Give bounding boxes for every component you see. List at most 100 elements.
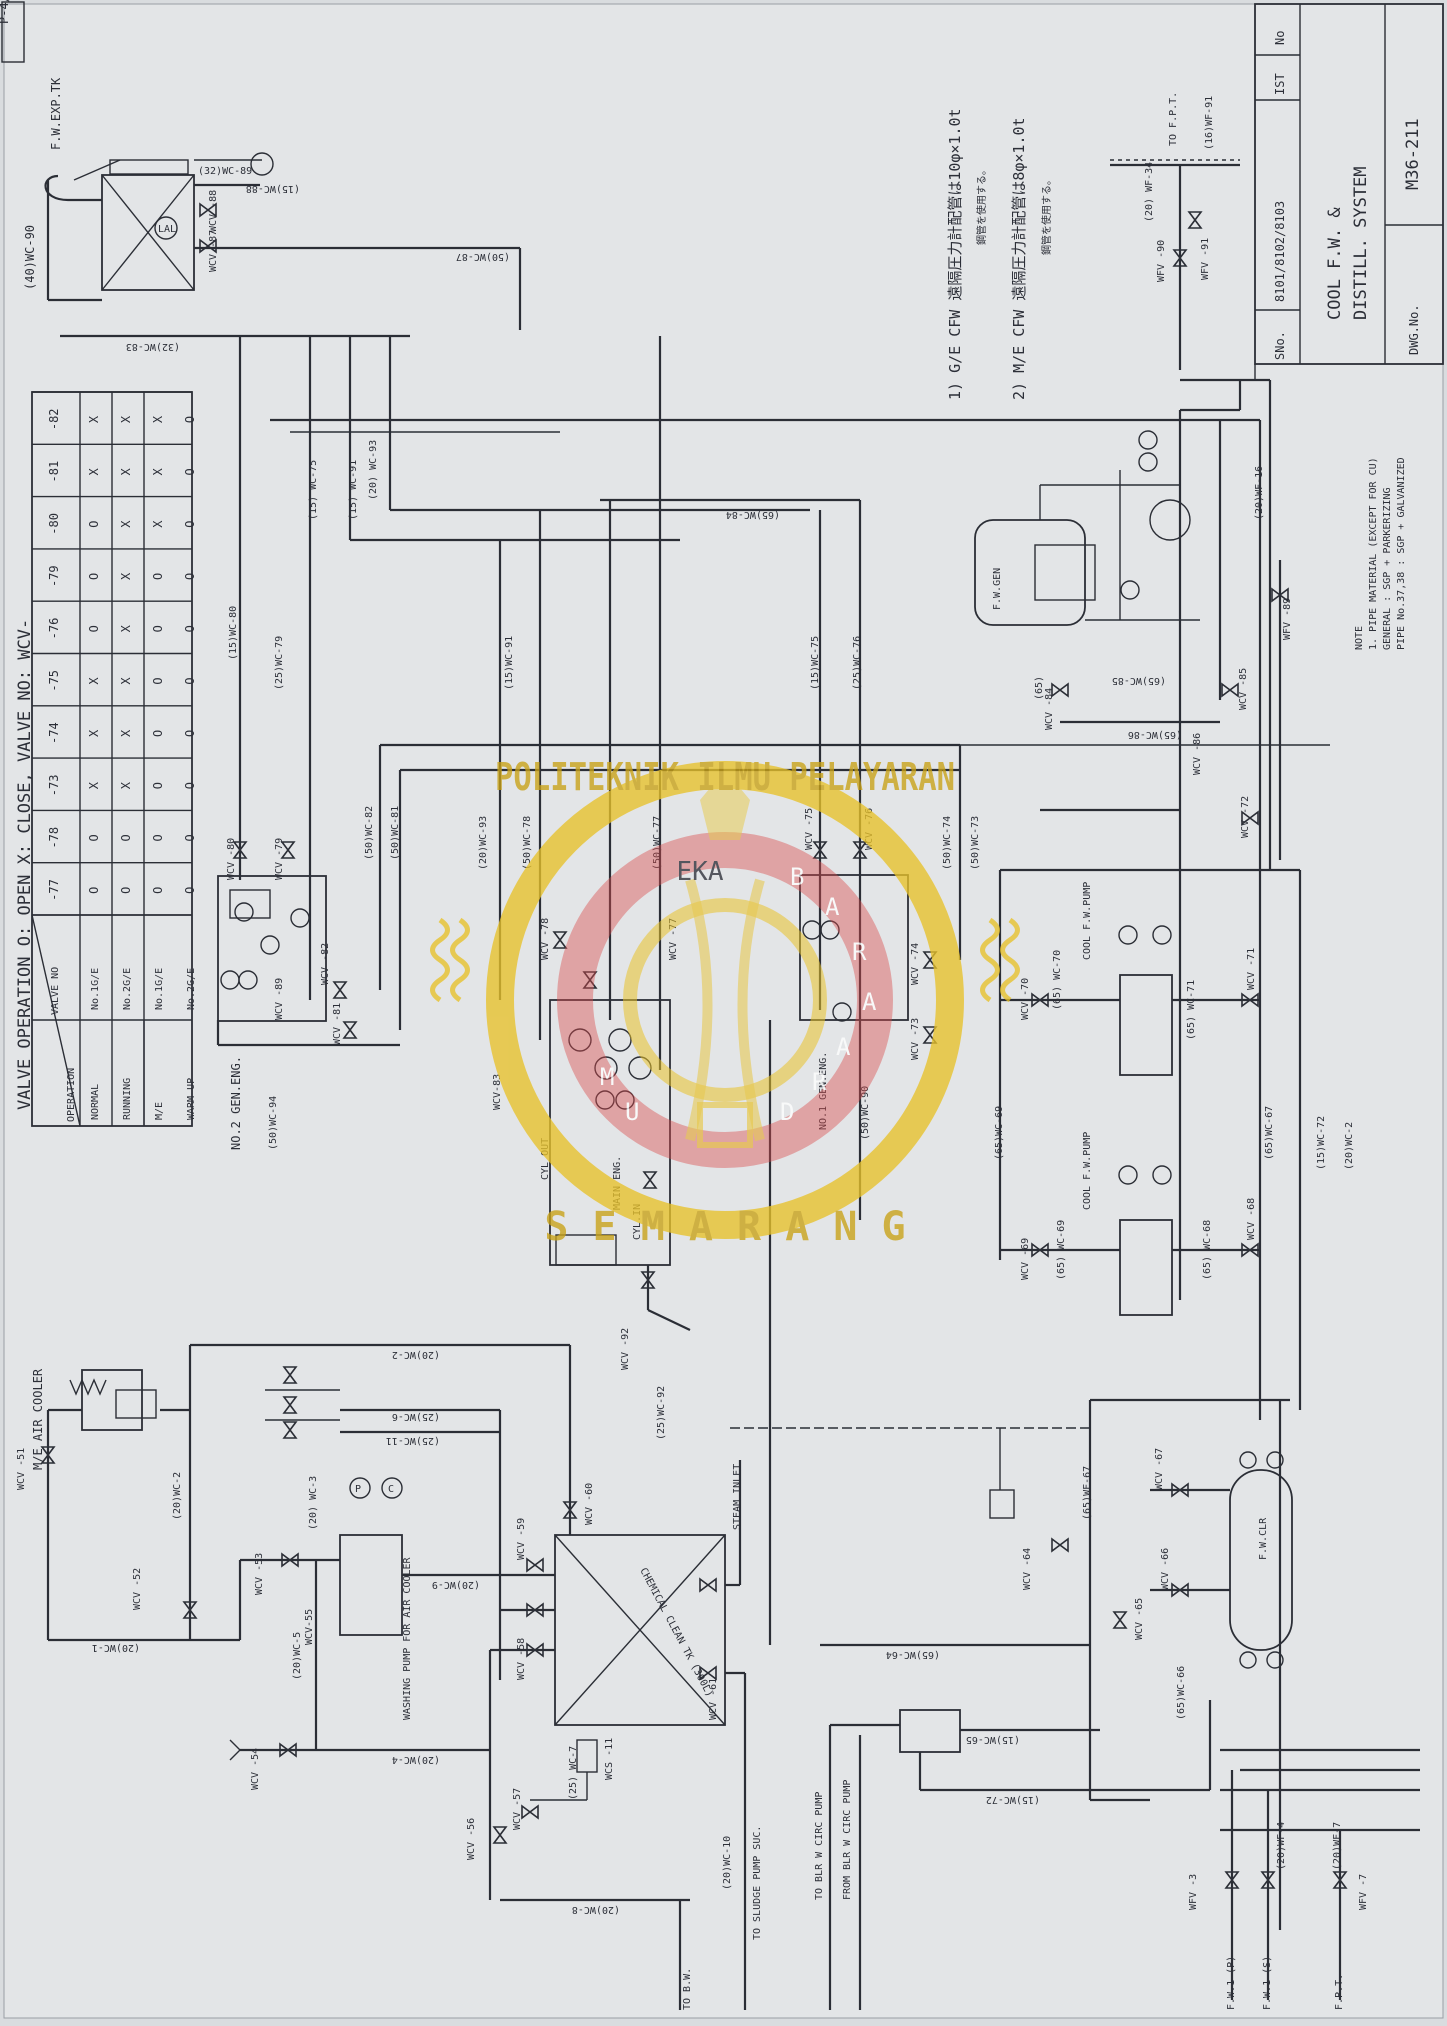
valve-table-cell: X [119,572,133,580]
label-wc93: (20)WC-93 [478,816,489,870]
label-wcv83: WCV-83 [492,1074,503,1110]
valve-table-cell: X [151,467,165,475]
valve-table-col-82: -82 [47,408,61,430]
svg-text:P: P [355,1484,361,1495]
valve-table-cell: X [87,729,101,737]
title-ist-label: IST [1273,73,1287,95]
label-wcv51: WCV -51 [16,1448,27,1490]
cool-fw-pumps: COOL F.W.PUMP COOL F.W.PUMP WCV -70 WCV … [994,796,1355,1316]
label-wc91-top: (15) WC-91 [348,460,359,520]
label-washing-pump: WASHING PUMP FOR AIR COOLER [402,1556,413,1720]
label-wc8: (20)WC-8 [572,1904,620,1915]
label-wfv3: WFV -3 [1188,1874,1199,1910]
valve-table-cell: X [87,677,101,685]
label-wcv92: WCV -92 [620,1328,631,1370]
label-wc5: (20)WC-5 [292,1632,303,1680]
label-wcv89: WCV -89 [274,978,285,1020]
watermark-top-text: POLITEKNIK ILMU PELAYARAN [495,755,955,799]
valve-table-cell: O [87,573,101,580]
watermark-ring-1: B [790,863,804,891]
label-wc69b: (65) WC-69 [1056,1220,1067,1280]
label-wc7: (25) WC-7 [568,1746,579,1800]
label-wc86: (65)WC-86 [1128,729,1182,740]
watermark-ring-5: M [600,1063,614,1091]
note-material-b: 1. PIPE MATERIAL (EXCEPT FOR CU) [1368,457,1379,650]
label-cool-pump-1: COOL F.W.PUMP [1082,882,1093,960]
label-wc90b: (50)WC-90 [860,1086,871,1140]
valve-table-cell: X [119,624,133,632]
valve-table-col-75: -75 [47,670,61,692]
label-wcv81: WCV -81 [332,1003,343,1045]
label-wcv55: WCV-55 [304,1609,315,1645]
watermark-ring-6: U [625,1098,639,1126]
title-sno-label: SNo. [1273,331,1287,360]
label-wc78: (50)WC-78 [522,816,533,870]
label-wcv71: WCV -71 [1246,948,1257,990]
valve-table-cell: X [87,781,101,789]
title-dwg-value: M36-211 [1403,118,1423,190]
valve-table-row-group: RUNNING [122,1078,133,1120]
valve-table-cell: X [151,415,165,423]
note-material-a: NOTE [1354,626,1365,650]
label-wfv91: WFV -91 [1200,238,1211,280]
label-wcv54: WCV -54 [250,1748,261,1790]
valve-table-cell: O [87,521,101,528]
svg-text:C: C [388,1484,394,1495]
label-wcv66: WCV -66 [1160,1548,1171,1590]
valve-table-cell: X [119,729,133,737]
label-to-blr: TO BLR W CIRC PUMP [814,1792,825,1900]
valve-table-cell: O [151,625,165,632]
valve-table-cell: O [87,887,101,894]
label-wc75-top: (15) WC-75 [308,460,319,520]
valve-table-cell: O [151,677,165,684]
label-wcv85: WCV -85 [1238,668,1249,710]
label-wc64: (65)WC-64 [886,1649,940,1660]
notes: 1) G/E CFW 遠隔圧力計配管は10φ×1.0t 鋼管を使用する。 2) … [946,108,1407,650]
label-wc10: (20)WC-10 [722,1836,733,1890]
valve-table-corner-top: VALVE NO [50,967,61,1015]
valve-table-cell: O [151,573,165,580]
valve-table-row-unit: No.1G/E [90,968,101,1010]
fw-generator: F.W.GEN WCV -84 (65) (65)WC-85 (65)WC-86… [974,430,1293,775]
label-wcv75: WCV -75 [804,808,815,850]
valve-table-row-unit: No.2G/E [122,968,133,1010]
label-wcv73: WCV -73 [910,1018,921,1060]
valve-table-cell: X [87,415,101,423]
valve-table-cell: X [119,520,133,528]
label-f-w-gen: F.W.GEN [992,568,1003,610]
label-wf91: (16)WF-91 [1204,96,1215,150]
valve-table-cell: O [183,625,197,632]
label-wc1: (20)WC-1 [92,1642,140,1653]
label-wcv72: WCV -72 [1240,796,1251,838]
watermark-ring-9: A [836,1033,851,1061]
label-wc73: (50)WC-73 [970,816,981,870]
valve-table-col-77: -77 [47,879,61,901]
label-wc67-r: (65)WC-67 [1264,1106,1275,1160]
label-wc70: (65) WC-70 [1052,950,1063,1010]
valve-table-row-group: NORMAL [90,1084,101,1120]
note-2b: 鋼管を使用する。 [1040,175,1053,255]
cooler-section: (65)WC-64 (15)WC-65 (15)WC-72 TO BLR W C… [730,1020,1293,2010]
label-wfv90: WFV -90 [1156,240,1167,282]
to-fpt-line: TO F.P.T. (16)WF-91 (20) WF-34 WFV -91 W… [1110,92,1240,370]
label-wc11: (25)WC-11 [386,1435,440,1446]
valve-table-cell: O [183,521,197,528]
valve-table-col-74: -74 [47,722,61,744]
label-fw2: F.W.1 (S) [1262,1956,1273,2010]
label-wc6: (25)WC-6 [392,1411,440,1422]
valve-table-title: VALVE OPERATION O: OPEN X: CLOSE, VALVE … [15,619,35,1110]
valve-table-cell: X [119,781,133,789]
label-wc88: (15)WC-88 [246,183,300,194]
label-wcv67: WCV -67 [1154,1448,1165,1490]
main-piping [238,336,1330,1930]
valve-operation-table: VALVE OPERATION O: OPEN X: CLOSE, VALVE … [15,391,197,1127]
valve-table-corner-bottom: OPERATION [66,1068,77,1122]
label-wc80: (15)WC-80 [228,606,239,660]
valve-table-cell: O [183,834,197,841]
label-wcv82: WCV -82 [320,943,331,985]
label-to-fpt: TO F.P.T. [1168,92,1179,146]
label-wc91: (15)WC-91 [504,636,515,690]
label-wc76: (25)WC-76 [852,636,863,690]
note-material-c: GENERAL : SGP + PARKERIZING [1382,487,1393,650]
